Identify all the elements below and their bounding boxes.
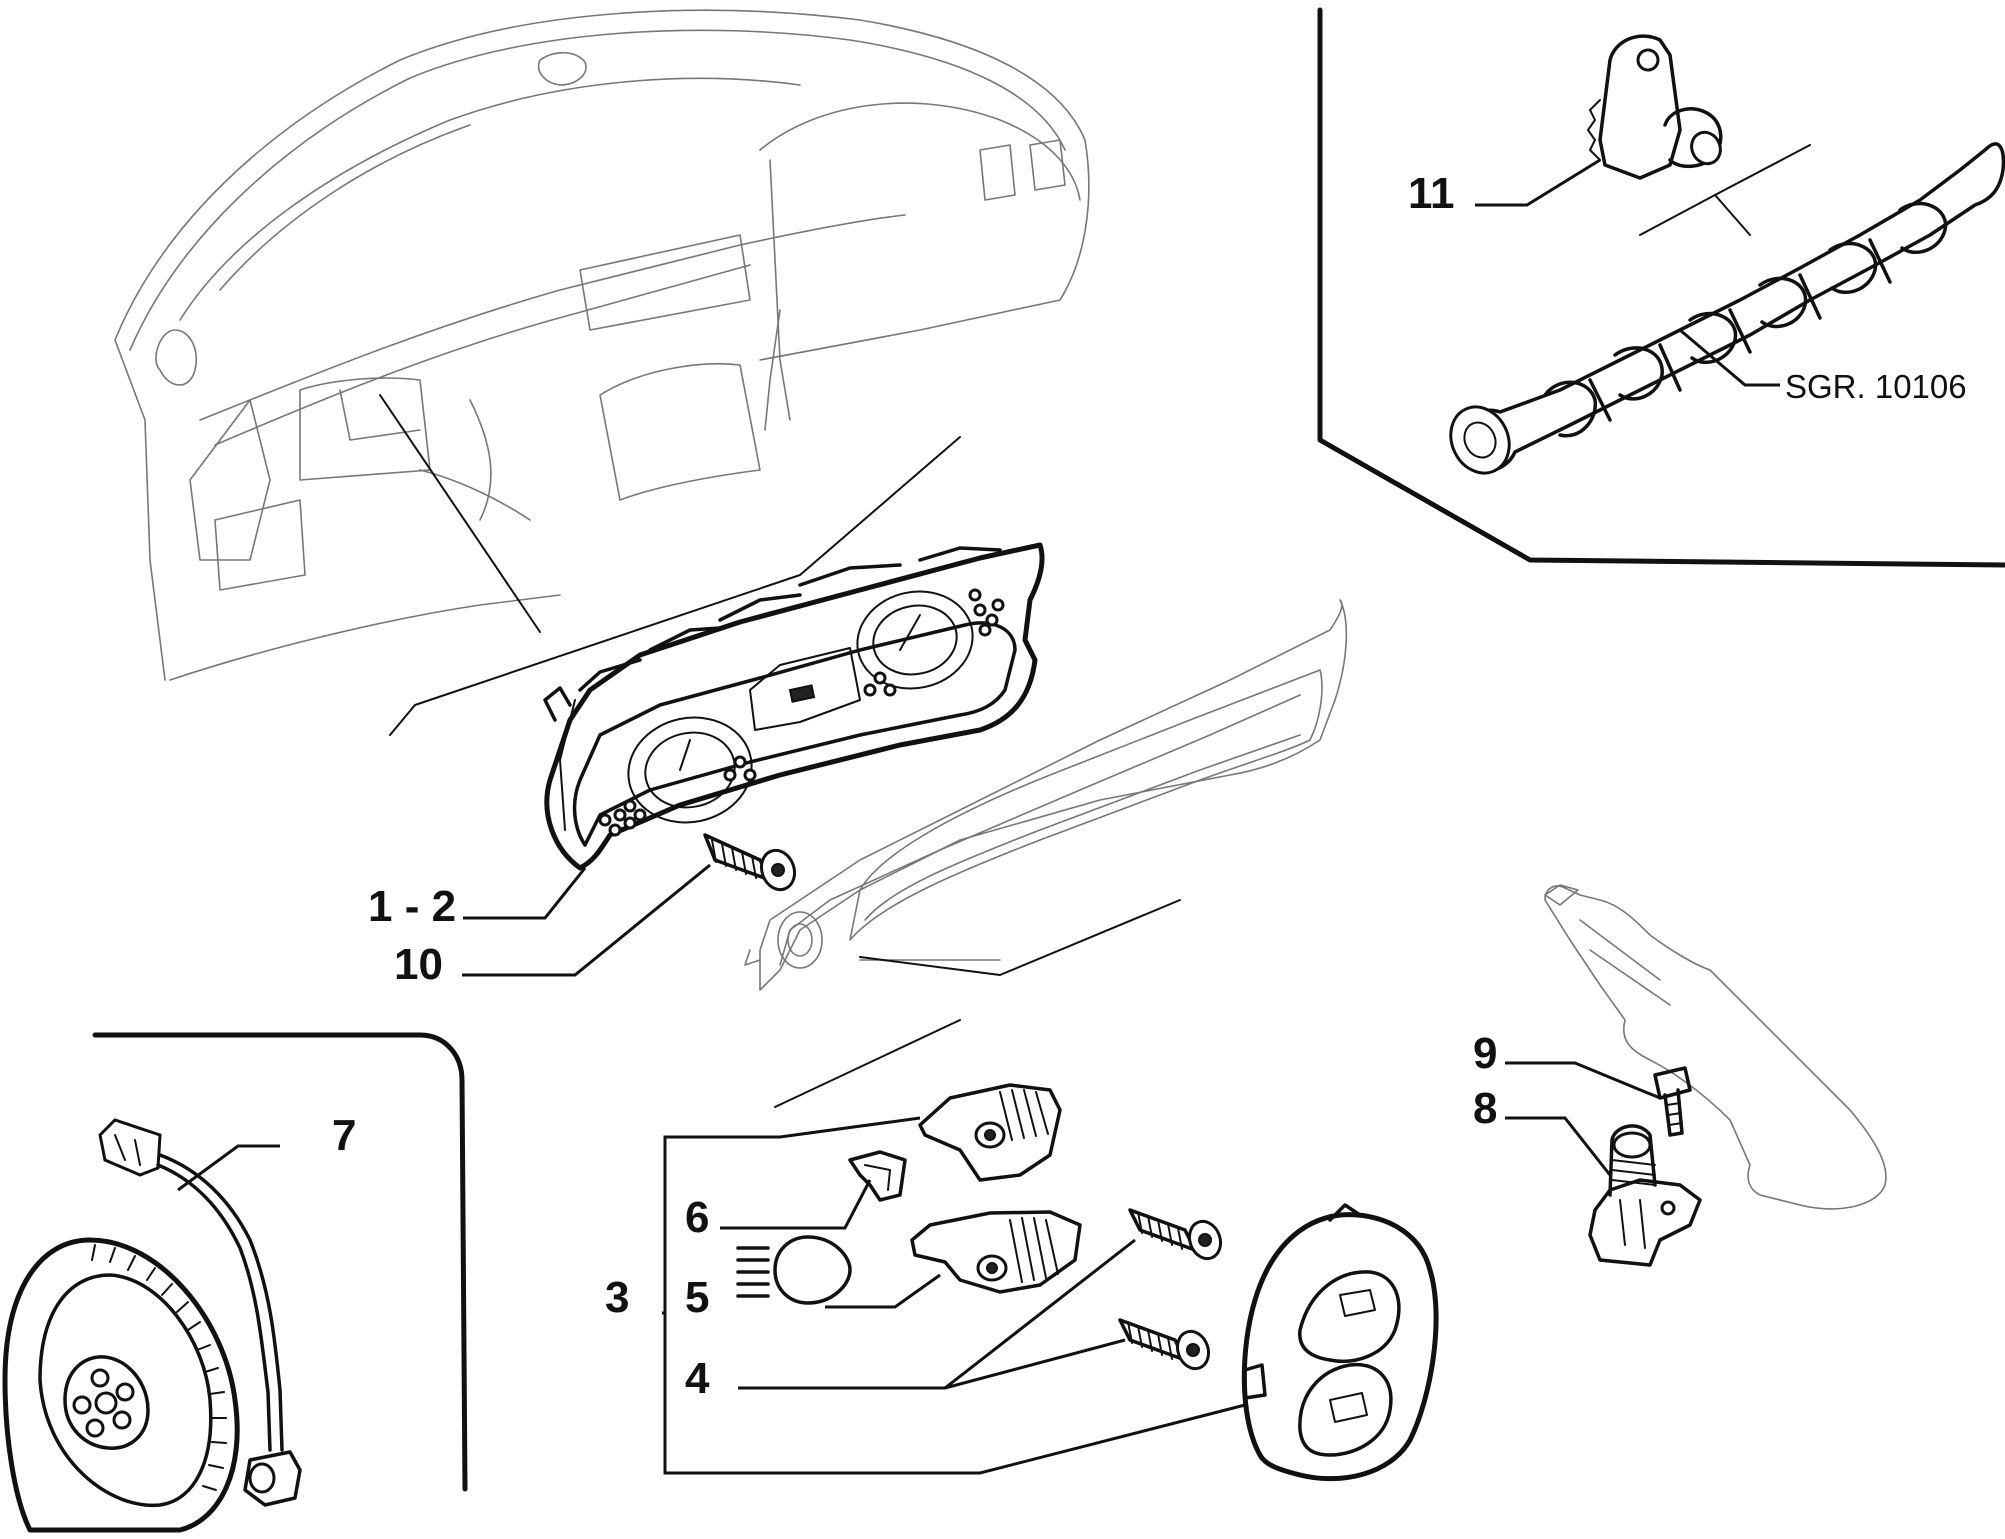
bolt-9 bbox=[1653, 1066, 1692, 1137]
cluster-section-line bbox=[389, 436, 961, 736]
callout-1-2: 1 - 2 bbox=[368, 882, 456, 931]
handbrake-lever bbox=[1544, 884, 1887, 1210]
camshaft-section-border bbox=[1317, 7, 2005, 568]
callout-4: 4 bbox=[685, 1354, 710, 1403]
clip-6 bbox=[848, 1150, 907, 1202]
callout-8: 8 bbox=[1473, 1084, 1497, 1133]
dashboard-outline bbox=[114, 9, 1090, 681]
instrument-cluster bbox=[543, 542, 1045, 871]
screw-10 bbox=[703, 833, 797, 892]
speed-sensor-7 bbox=[98, 1118, 302, 1507]
callout-3: 3 bbox=[605, 1273, 629, 1322]
cluster-bezel bbox=[744, 599, 1348, 991]
callout-6: 6 bbox=[685, 1193, 709, 1242]
callout-11: 11 bbox=[1408, 169, 1455, 218]
switch-panel bbox=[1241, 1203, 1439, 1482]
headlight-beam-icon bbox=[736, 1235, 852, 1305]
screw-4-lower bbox=[1118, 1318, 1211, 1371]
switch-upper bbox=[918, 1083, 1062, 1182]
switch-lower bbox=[910, 1210, 1082, 1294]
callout-7: 7 bbox=[332, 1111, 356, 1160]
screw-4-upper bbox=[1128, 1208, 1223, 1261]
callout-5: 5 bbox=[685, 1273, 709, 1322]
callout-10: 10 bbox=[394, 940, 443, 989]
flywheel bbox=[2, 1237, 240, 1533]
camshaft bbox=[1449, 142, 2005, 475]
dashboard-pointer-line bbox=[379, 394, 541, 633]
switch-section-line bbox=[774, 1019, 961, 1108]
bezel-section-line bbox=[859, 899, 1181, 976]
sensor-11 bbox=[1587, 34, 1723, 180]
reference-sgr: SGR. 10106 bbox=[1785, 368, 1967, 405]
leader-lines bbox=[177, 158, 1780, 1475]
flywheel-section-border bbox=[92, 1032, 468, 1492]
switch-8 bbox=[1588, 1124, 1702, 1267]
callout-9: 9 bbox=[1473, 1029, 1497, 1078]
camshaft-pointer-lines bbox=[1639, 144, 1811, 236]
